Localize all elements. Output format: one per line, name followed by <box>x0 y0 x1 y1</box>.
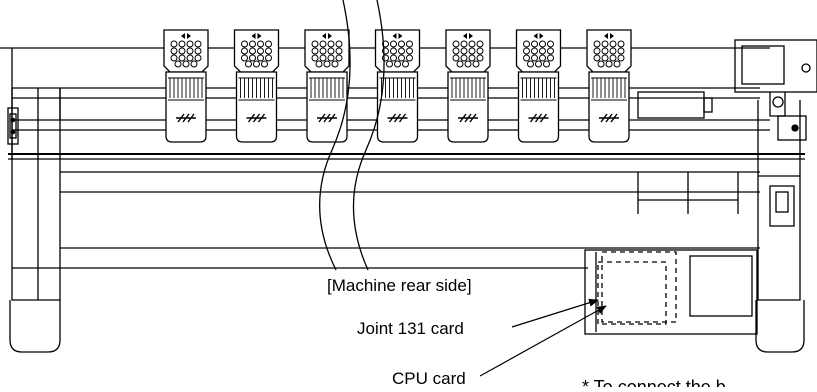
joint-131-card-label: Joint 131 card <box>357 319 464 338</box>
embroidery-head <box>233 29 280 143</box>
joint-card-leader <box>511 298 599 328</box>
right-switch-frame <box>769 185 795 227</box>
embroidery-head <box>304 29 350 143</box>
machine-rear-side-label: [Machine rear side] <box>327 276 472 295</box>
left-bracket-inner <box>9 113 17 139</box>
embroidery-head <box>445 29 491 143</box>
left-leg <box>11 88 61 301</box>
left-bracket <box>7 107 19 145</box>
motor-shaft <box>703 97 713 113</box>
embroidery-head <box>586 29 632 143</box>
right-switch <box>775 191 789 213</box>
right-foot <box>755 300 805 353</box>
cpu-card-outline <box>597 261 667 325</box>
panel-pivot <box>772 96 784 108</box>
cpu-card-leader <box>479 305 607 377</box>
footnote: * To connect the b <box>582 377 726 387</box>
left-foot <box>9 300 61 353</box>
side-box <box>777 115 807 141</box>
cpu-card-label: CPU card <box>392 369 466 387</box>
control-box-cover <box>689 255 753 317</box>
embroidery-head <box>374 29 421 143</box>
control-box <box>584 249 758 335</box>
panel-frame <box>734 39 817 93</box>
break-line-right <box>352 0 385 271</box>
motor-body <box>637 91 705 119</box>
embroidery-heads <box>163 29 632 143</box>
embroidery-head <box>515 29 562 143</box>
break-line-left <box>319 0 351 271</box>
joint-card-outline <box>601 251 677 323</box>
right-leg <box>757 100 801 301</box>
panel-screen <box>741 45 785 85</box>
embroidery-head <box>163 29 209 143</box>
panel-knob <box>801 63 811 73</box>
